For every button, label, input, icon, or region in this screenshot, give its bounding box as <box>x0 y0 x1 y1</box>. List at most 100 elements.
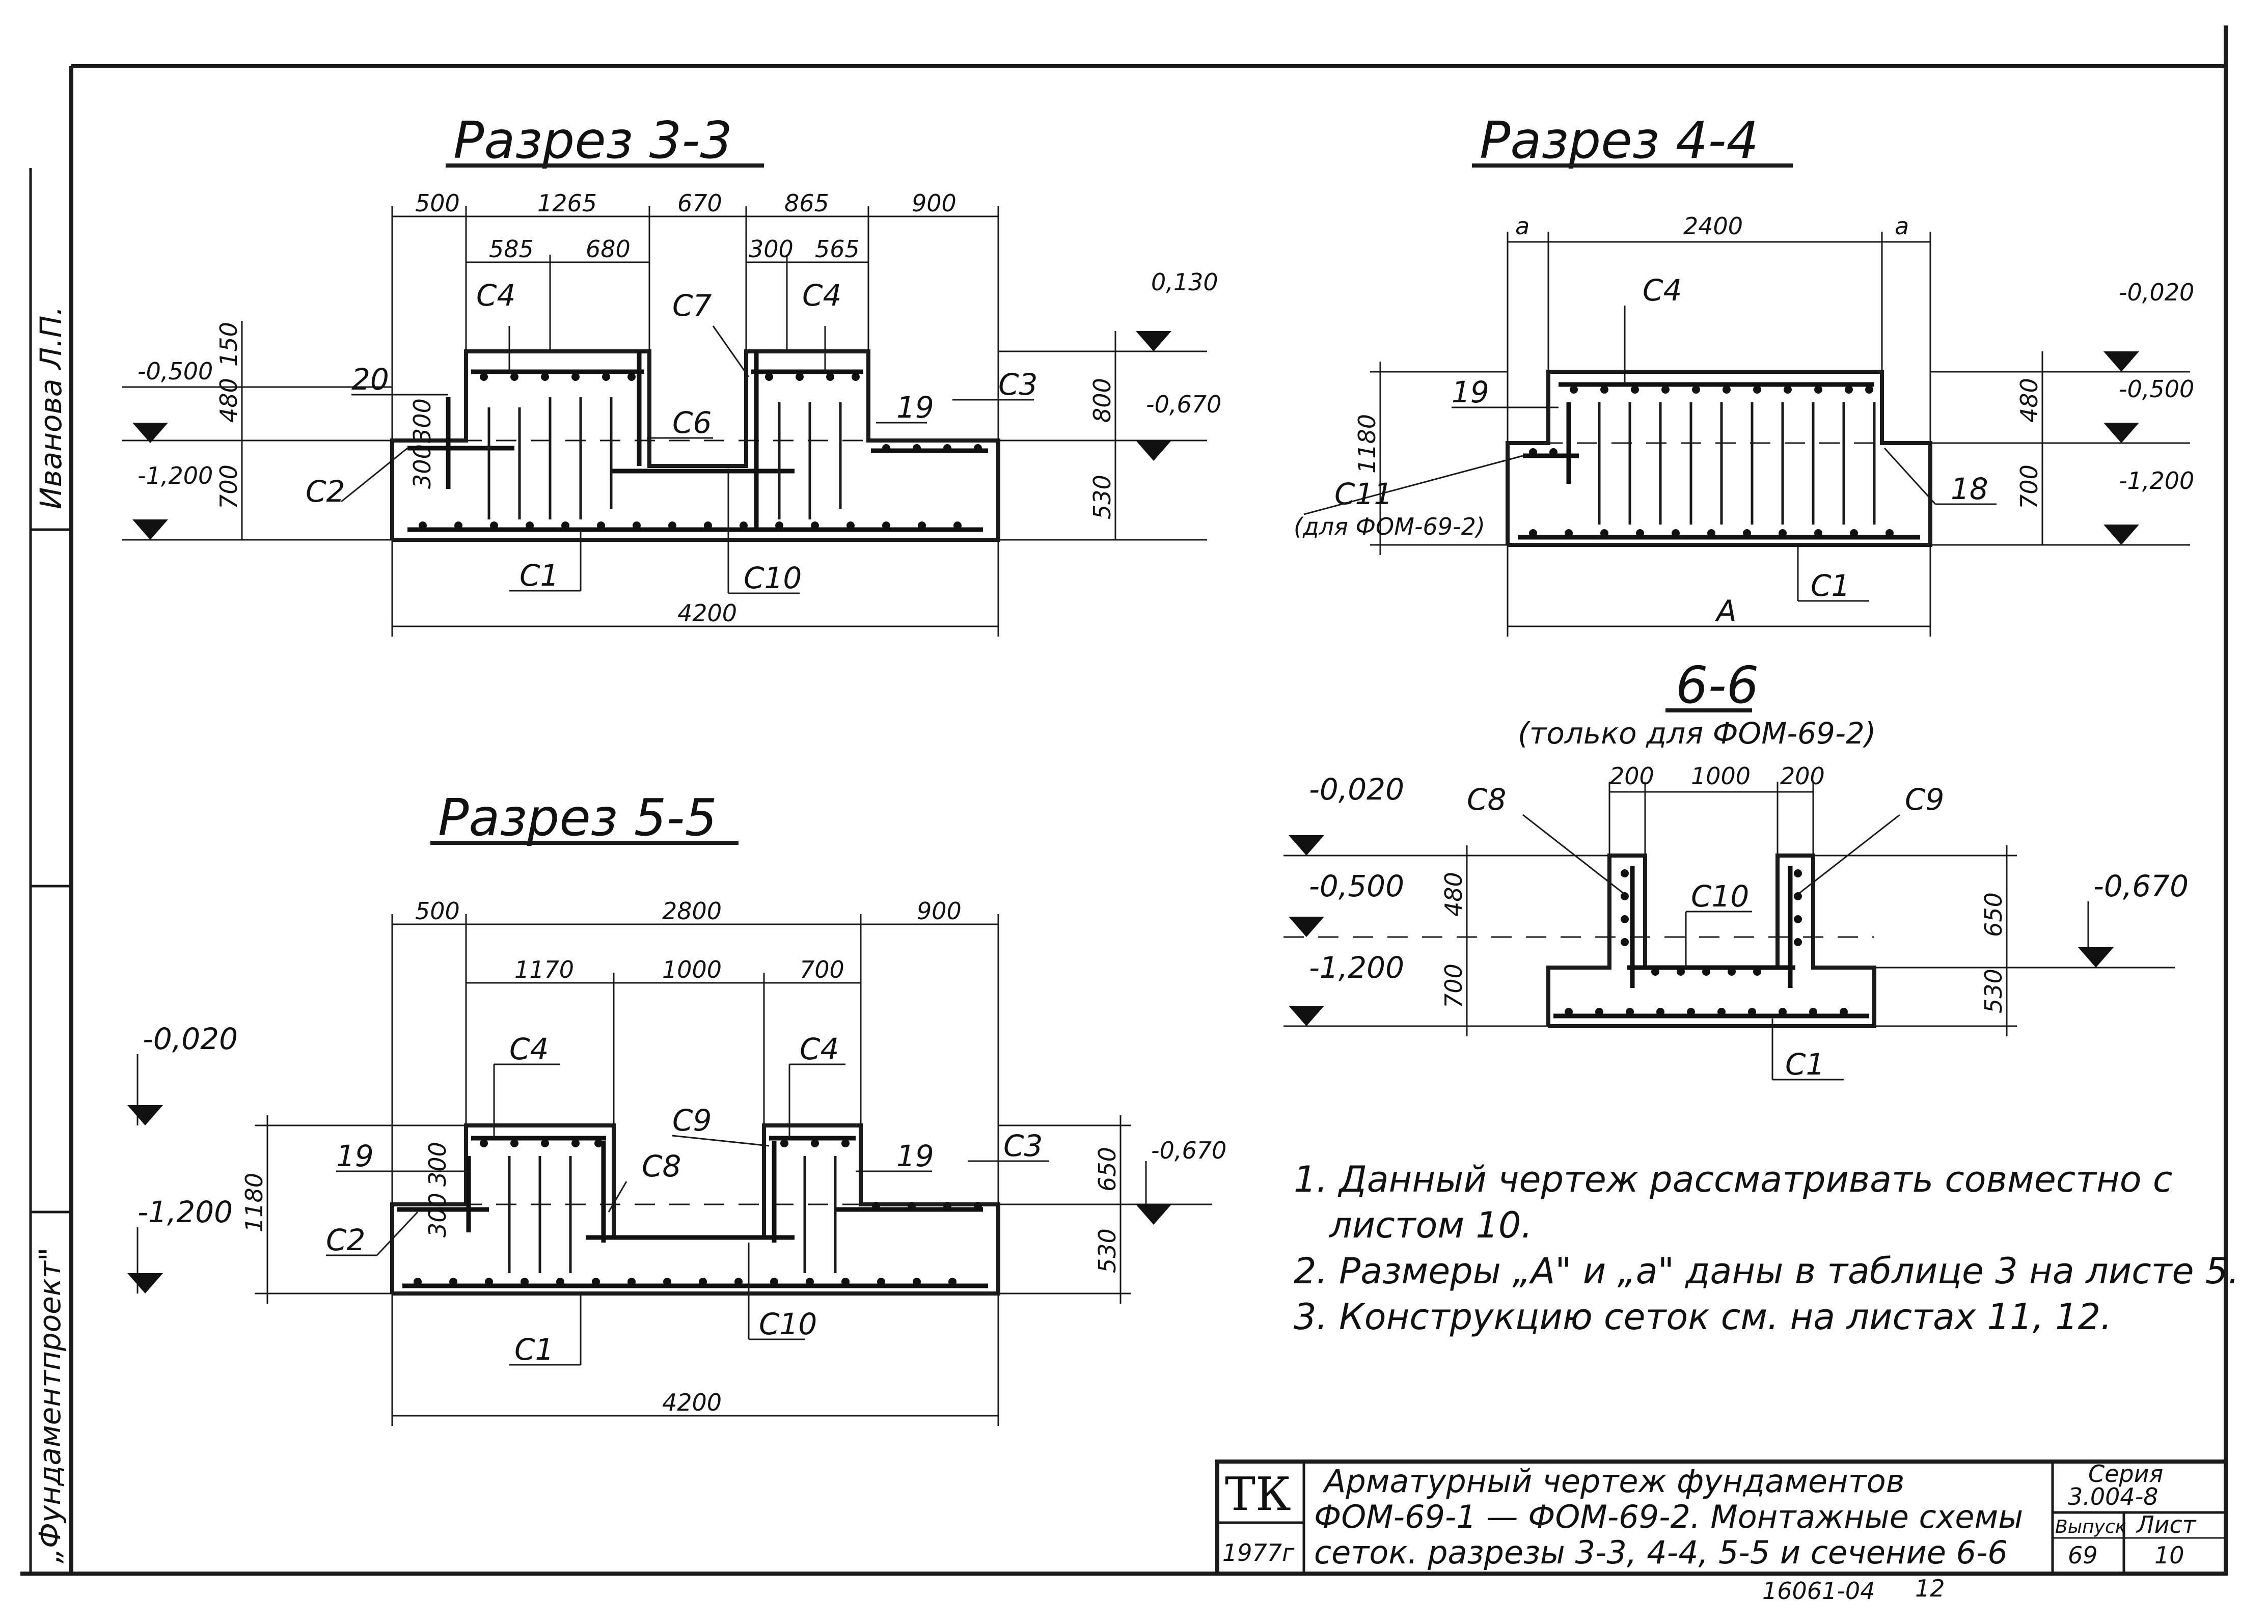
mark-1200-55: -1,200 <box>138 1195 233 1229</box>
dim-A: A <box>1714 594 1737 628</box>
stamp-vypusk-label: Выпуск <box>2055 1517 2126 1537</box>
footer-code: 16061-04 <box>1762 1577 1875 1605</box>
label-c3: C3 <box>998 367 1037 402</box>
dim-865: 865 <box>784 189 829 217</box>
section-6-6-title: 6-6 <box>1676 655 1759 715</box>
dim-565: 565 <box>815 235 860 263</box>
label-c1-55: C1 <box>514 1332 554 1367</box>
label-19-55a: 19 <box>336 1139 374 1173</box>
vert-530-66: 530 <box>1980 969 2007 1013</box>
vert-1180-55: 1180 <box>240 1173 268 1232</box>
vert-300b-55: 300 <box>424 1193 451 1237</box>
label-18: 18 <box>1951 472 1988 506</box>
dim-500-55: 500 <box>415 897 460 925</box>
label-c7: C7 <box>672 288 712 323</box>
mark-0670-right: -0,670 <box>1146 391 1221 418</box>
label-c2-55: C2 <box>326 1223 365 1257</box>
label-19-44: 19 <box>1452 375 1489 409</box>
dim-2800: 2800 <box>662 897 722 925</box>
section-5-5: Разрез 5-5 500 2800 900 1170 1000 700 <box>127 788 1226 1426</box>
vert-650-66: 650 <box>1980 892 2007 937</box>
mark-0130: 0,130 <box>1151 268 1218 296</box>
stamp-title-1: Арматурный чертеж фундаментов <box>1322 1463 1904 1500</box>
label-c6: C6 <box>672 405 712 440</box>
dim-2400: 2400 <box>1683 212 1743 240</box>
label-c10: C10 <box>744 561 802 595</box>
stamp-title-2: ФОМ-69-1 — ФОМ-69-2. Монтажные схемы <box>1314 1498 2023 1535</box>
stamp-vypusk: 69 <box>2068 1542 2098 1569</box>
mark-0020-44: -0,020 <box>2119 279 2194 306</box>
mark-0020-55: -0,020 <box>143 1022 238 1056</box>
vert-480-44: 480 <box>2015 378 2043 423</box>
label-c9-55: C9 <box>672 1103 712 1138</box>
label-c3-55: C3 <box>1003 1128 1043 1163</box>
dim-a-right: a <box>1895 212 1909 240</box>
label-c1-44: C1 <box>1811 568 1850 603</box>
dim-a-left: a <box>1515 212 1529 240</box>
section-4-4-title: Разрез 4-4 <box>1480 111 1759 170</box>
vert-300a-55: 300 <box>424 1142 451 1187</box>
label-20: 20 <box>351 362 389 397</box>
label-c1: C1 <box>520 558 559 593</box>
footer: 16061-04 12 <box>1762 1575 1945 1605</box>
dim-total-4200: 4200 <box>677 599 737 627</box>
vert-800: 800 <box>1088 378 1116 423</box>
mark-0670-55: -0,670 <box>1151 1137 1226 1164</box>
mark-0020-66: -0,020 <box>1309 772 1404 807</box>
dim-900-55: 900 <box>917 897 962 925</box>
vert-530: 530 <box>1088 475 1116 519</box>
section-6-6: 6-6 (только для ФОМ-69-2) 200 1000 200 <box>1283 655 2189 1082</box>
stamp-list: 10 <box>2154 1542 2184 1569</box>
label-c8-55: C8 <box>642 1149 681 1183</box>
dim-900: 900 <box>912 189 957 217</box>
label-c4-a: C4 <box>476 278 515 313</box>
vert-700-66: 700 <box>1440 964 1467 1008</box>
section-3-3: Разрез 3-3 500 1265 670 865 900 585 680 … <box>122 111 1221 637</box>
label-c4-55b: C4 <box>800 1032 839 1066</box>
dim-585: 585 <box>489 235 534 263</box>
vert-300b: 300 <box>408 444 436 489</box>
stamp-series-label: Серия <box>2088 1460 2163 1488</box>
mark-0500-44: -0,500 <box>2119 375 2194 403</box>
mark-1200-left: -1,200 <box>138 462 213 489</box>
sidebar-author: Иванова Л.П. <box>34 306 68 509</box>
stamp-series: 3.004-8 <box>2068 1483 2158 1510</box>
section-6-6-subtitle: (только для ФОМ-69-2) <box>1518 716 1876 751</box>
stamp-list-label: Лист <box>2136 1511 2197 1538</box>
vert-300a: 300 <box>408 398 436 443</box>
label-c10-66: C10 <box>1691 879 1749 914</box>
label-c2: C2 <box>306 474 345 509</box>
label-19-55b: 19 <box>896 1139 934 1173</box>
stamp-year: 1977г <box>1222 1539 1295 1566</box>
dim-680: 680 <box>586 235 631 263</box>
vert-1180: 1180 <box>1353 414 1381 474</box>
dim-1265: 1265 <box>537 189 597 217</box>
title-block: ТК 1977г Арматурный чертеж фундаментов Ф… <box>1215 1460 2228 1576</box>
vert-700: 700 <box>215 464 242 509</box>
notes: 1. Данный чертеж рассматривать совместно… <box>1294 1159 2239 1338</box>
stamp-org: ТК <box>1225 1468 1291 1521</box>
dim-500: 500 <box>415 189 460 217</box>
mark-1200-66: -1,200 <box>1309 950 1404 985</box>
label-c11-note: (для ФОМ-69-2) <box>1294 513 1485 540</box>
footer-page: 12 <box>1915 1575 1945 1602</box>
dim-200-left: 200 <box>1609 762 1654 790</box>
label-c1-66: C1 <box>1785 1047 1824 1082</box>
dim-1170: 1170 <box>514 956 574 983</box>
label-c8-66: C8 <box>1467 782 1506 817</box>
mark-0670-66: -0,670 <box>2093 869 2189 903</box>
label-c4-b: C4 <box>802 278 841 313</box>
vert-480-66: 480 <box>1440 872 1467 917</box>
note-2: 2. Размеры „А" и „а" даны в таблице 3 на… <box>1294 1250 2239 1292</box>
label-c9-66: C9 <box>1905 782 1944 817</box>
section-5-5-title: Разрез 5-5 <box>438 788 717 847</box>
dim-300: 300 <box>749 235 794 263</box>
dim-670: 670 <box>677 189 722 217</box>
label-c4-55a: C4 <box>509 1032 549 1066</box>
sheet-frame <box>20 25 2228 1576</box>
vert-650-55: 650 <box>1094 1147 1121 1192</box>
label-c4-44: C4 <box>1643 273 1682 308</box>
dim-700-55: 700 <box>800 956 844 983</box>
note-1: 1. Данный чертеж рассматривать совместно… <box>1294 1159 2172 1200</box>
